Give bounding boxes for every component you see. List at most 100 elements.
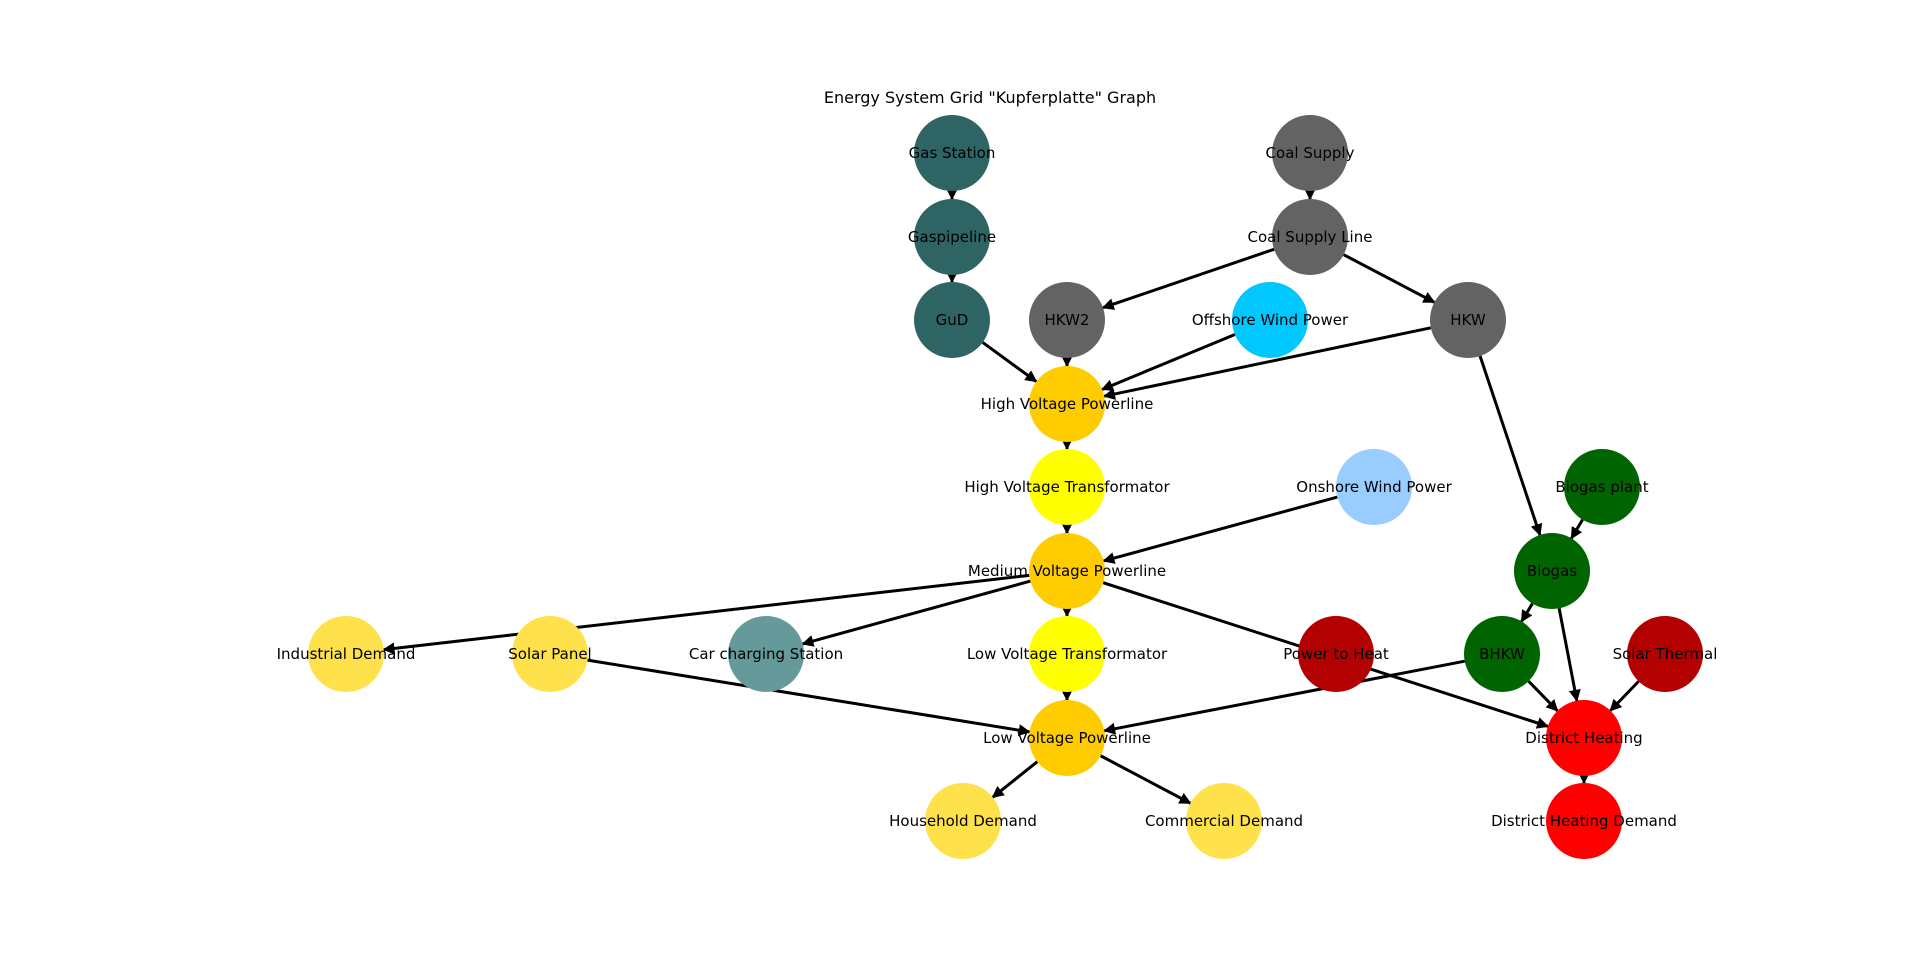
edge-coal-supply-line-to-hkw2 [1101,247,1275,310]
edge-bhkw-to-district-heating [1527,680,1559,712]
node-circle-low-voltage-powerline [1029,700,1105,776]
edge-solar-panel-to-low-voltage-powerline [587,658,1031,737]
node-label-high-voltage-powerline: High Voltage Powerline [981,395,1154,413]
edge-gud-to-high-voltage-powerline [981,341,1038,383]
node-circle-gud [914,282,990,358]
node-label-offshore-wind-power: Offshore Wind Power [1192,311,1349,329]
node-label-commercial-demand: Commercial Demand [1145,812,1303,830]
edge-onshore-wind-power-to-medium-voltage-powerline [1102,495,1338,564]
node-power-to-heat: Power to Heat [1283,616,1389,692]
node-label-gud: GuD [936,311,969,329]
node-circle-hkw2 [1029,282,1105,358]
node-circle-gaspipeline [914,199,990,275]
node-circle-low-voltage-transformator [1029,616,1105,692]
node-low-voltage-transformator: Low Voltage Transformator [967,616,1168,692]
edge-solar-thermal-to-district-heating [1609,680,1640,712]
node-circle-district-heating-demand [1546,783,1622,859]
node-circle-district-heating [1546,700,1622,776]
node-coal-supply: Coal Supply [1266,115,1355,191]
node-onshore-wind-power: Onshore Wind Power [1296,449,1453,525]
node-circle-commercial-demand [1186,783,1262,859]
edge-biogas-to-bhkw [1520,602,1534,623]
node-medium-voltage-powerline: Medium Voltage Powerline [968,533,1166,609]
node-label-industrial-demand: Industrial Demand [277,645,416,663]
node-label-solar-panel: Solar Panel [508,645,591,663]
node-bhkw: BHKW [1464,616,1540,692]
node-low-voltage-powerline: Low Voltage Powerline [983,700,1151,776]
node-circle-power-to-heat [1298,616,1374,692]
node-circle-hkw [1430,282,1506,358]
node-circle-gas-station [914,115,990,191]
edge-biogas-plant-to-biogas [1570,518,1584,540]
edge-low-voltage-powerline-to-household-demand [991,760,1039,799]
node-hkw: HKW [1430,282,1506,358]
node-circle-high-voltage-powerline [1029,366,1105,442]
node-label-medium-voltage-powerline: Medium Voltage Powerline [968,562,1166,580]
node-circle-offshore-wind-power [1232,282,1308,358]
node-label-household-demand: Household Demand [889,812,1037,830]
node-circle-biogas-plant [1564,449,1640,525]
node-circle-solar-panel [512,616,588,692]
edges-layer [382,188,1640,805]
node-label-hkw2: HKW2 [1045,311,1090,329]
edge-medium-voltage-powerline-to-industrial-demand [382,573,1030,655]
node-label-bhkw: BHKW [1479,645,1525,663]
node-circle-biogas [1514,533,1590,609]
node-hkw2: HKW2 [1029,282,1105,358]
node-label-low-voltage-transformator: Low Voltage Transformator [967,645,1168,663]
node-commercial-demand: Commercial Demand [1145,783,1303,859]
node-circle-coal-supply [1272,115,1348,191]
node-label-low-voltage-powerline: Low Voltage Powerline [983,729,1151,747]
node-solar-panel: Solar Panel [508,616,592,692]
edge-bhkw-to-low-voltage-powerline [1103,659,1465,735]
node-circle-industrial-demand [308,616,384,692]
node-gaspipeline: Gaspipeline [908,199,996,275]
node-solar-thermal: Solar Thermal [1613,616,1718,692]
node-circle-medium-voltage-powerline [1029,533,1105,609]
node-label-coal-supply-line: Coal Supply Line [1248,228,1373,246]
node-high-voltage-transformator: High Voltage Transformator [964,449,1170,525]
node-label-gaspipeline: Gaspipeline [908,228,996,246]
node-gas-station: Gas Station [909,115,996,191]
node-household-demand: Household Demand [889,783,1037,859]
node-label-coal-supply: Coal Supply [1266,144,1355,162]
node-high-voltage-powerline: High Voltage Powerline [981,366,1154,442]
node-circle-household-demand [925,783,1001,859]
node-label-district-heating-demand: District Heating Demand [1491,812,1677,830]
node-label-district-heating: District Heating [1525,729,1642,747]
node-label-gas-station: Gas Station [909,144,996,162]
node-offshore-wind-power: Offshore Wind Power [1192,282,1349,358]
node-label-biogas-plant: Biogas plant [1555,478,1648,496]
node-coal-supply-line: Coal Supply Line [1248,199,1373,275]
edge-medium-voltage-powerline-to-car-charging-station [801,579,1031,647]
node-circle-coal-supply-line [1272,199,1348,275]
node-district-heating-demand: District Heating Demand [1491,783,1677,859]
node-label-car-charging-station: Car charging Station [689,645,843,663]
node-circle-onshore-wind-power [1336,449,1412,525]
node-circle-bhkw [1464,616,1540,692]
edge-hkw-to-high-voltage-powerline [1103,326,1432,400]
edge-coal-supply-line-to-hkw [1342,253,1436,304]
node-district-heating: District Heating [1525,700,1643,776]
edge-hkw-to-biogas [1478,355,1543,537]
edge-offshore-wind-power-to-high-voltage-powerline [1101,333,1236,391]
edge-biogas-to-district-heating [1557,608,1581,702]
node-circle-high-voltage-transformator [1029,449,1105,525]
node-biogas-plant: Biogas plant [1555,449,1649,525]
edge-low-voltage-powerline-to-commercial-demand [1099,754,1192,805]
node-industrial-demand: Industrial Demand [277,616,416,692]
node-label-power-to-heat: Power to Heat [1283,645,1389,663]
node-label-high-voltage-transformator: High Voltage Transformator [964,478,1170,496]
node-circle-solar-thermal [1627,616,1703,692]
graph-title: Energy System Grid "Kupferplatte" Graph [824,88,1156,107]
node-label-biogas: Biogas [1527,562,1577,580]
node-gud: GuD [914,282,990,358]
node-label-solar-thermal: Solar Thermal [1613,645,1718,663]
node-biogas: Biogas [1514,533,1590,609]
node-circle-car-charging-station [728,616,804,692]
node-car-charging-station: Car charging Station [689,616,843,692]
node-label-onshore-wind-power: Onshore Wind Power [1296,478,1452,496]
node-label-hkw: HKW [1450,311,1486,329]
